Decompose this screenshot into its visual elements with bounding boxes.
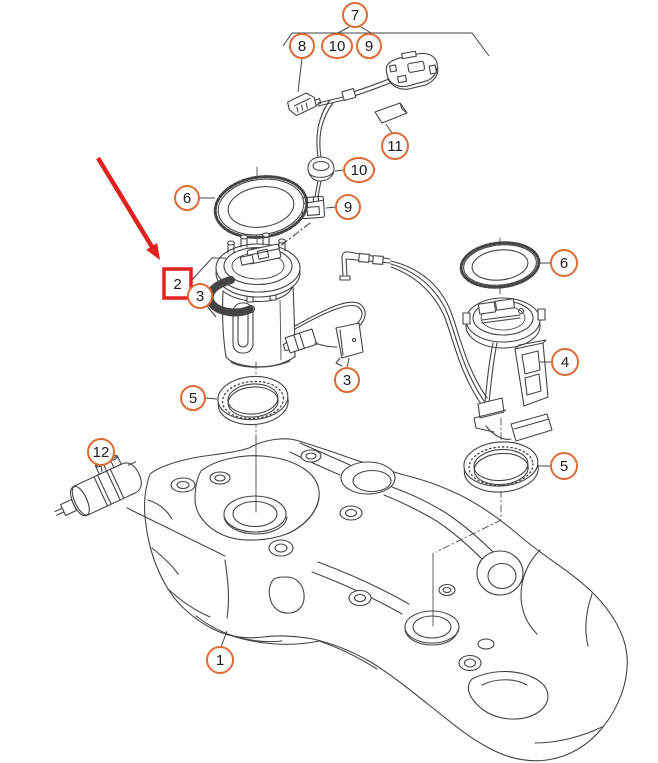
callout-4[interactable]: 4 [551,348,579,376]
part-number: 11 [387,138,403,155]
callout-5-left-leader [204,397,218,400]
callout-11-leader [385,123,393,134]
tank-left-opening [223,495,288,535]
callout-8[interactable]: 8 [289,33,315,59]
callout-3-lower[interactable]: 3 [334,367,360,393]
part-number: 5 [189,390,197,407]
part-number: 3 [343,372,351,389]
callout-9a[interactable]: 9 [356,33,382,59]
part-number: 9 [344,199,352,216]
part-number: 10 [329,38,346,55]
callout-2[interactable]: 2 [162,267,193,300]
part-number: 5 [560,458,568,475]
part-number: 10 [351,162,368,179]
wiring-harness-drawing [278,50,439,248]
pump-wiring-drawing [282,301,366,367]
callout-7-bracket [282,32,490,57]
part-number: 3 [196,288,204,305]
part-number: 4 [561,354,569,371]
fuel-tank-drawing [144,438,628,762]
callout-11[interactable]: 11 [381,132,409,160]
callout-8-leader [297,57,303,93]
callout-5-right[interactable]: 5 [550,452,578,480]
lock-ring-right-drawing [459,241,541,289]
callout-12[interactable]: 12 [87,438,115,466]
fuel-sender-unit-drawing [339,251,553,442]
callout-6-right[interactable]: 6 [550,249,578,277]
part-number: 7 [351,7,359,24]
tank-right-opening [404,610,460,646]
part-number: 2 [173,276,181,293]
callout-7[interactable]: 7 [342,2,368,28]
callout-9b-leader [325,206,337,209]
seal-ring-left-drawing [217,375,289,426]
callout-6-left[interactable]: 6 [174,185,200,211]
callout-9b[interactable]: 9 [335,194,361,220]
callout-7-stem [360,26,372,34]
harness-module [385,50,439,90]
fuel-pump-unit-drawing [205,232,366,368]
callout-10b[interactable]: 10 [343,157,375,183]
highlight-arrow-head [146,242,160,260]
callout-7-stem [337,26,350,34]
callout-5-left[interactable]: 5 [180,385,206,411]
callout-3-upper-leader [206,305,217,318]
corrugated-hose [205,276,255,317]
callout-3-upper[interactable]: 3 [187,283,213,309]
part-number: 1 [216,652,224,669]
callout-2-leader [190,257,226,282]
fuel-filter-drawing [54,454,226,557]
callout-10a[interactable]: 10 [321,33,353,59]
part-number: 6 [560,255,568,272]
callout-3-lower-leader [346,357,350,369]
grommet-10 [307,156,335,182]
label-11 [374,102,408,124]
highlight-arrow-shaft [96,156,156,251]
callout-1[interactable]: 1 [206,646,234,674]
seal-ring-right-drawing [463,441,539,493]
harness-connector-8 [287,92,322,117]
callout-1-leader [220,630,228,648]
callout-10b-leader [334,169,345,172]
part-number: 8 [298,38,306,55]
part-number: 12 [93,444,110,461]
part-number: 9 [365,38,373,55]
callout-12-leader [100,464,103,473]
part-number: 6 [183,190,191,207]
